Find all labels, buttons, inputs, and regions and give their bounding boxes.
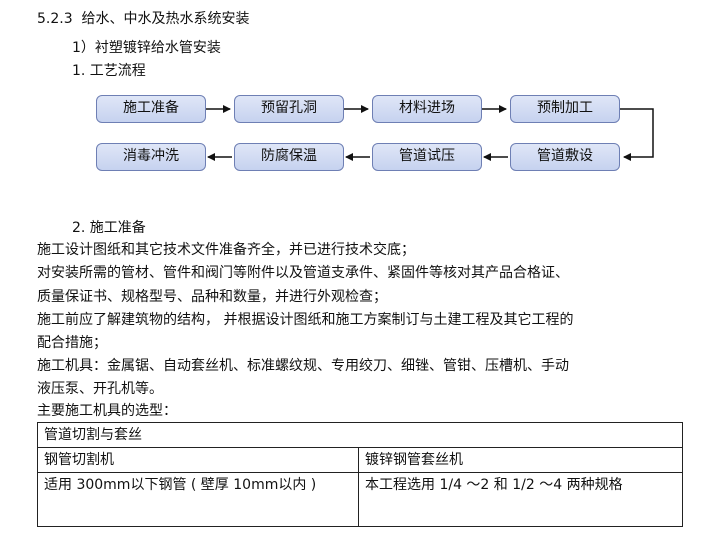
table-cell-cutter: 钢管切割机 <box>37 447 359 473</box>
flow-step-construction-prep: 施工准备 <box>96 95 206 123</box>
section-heading: 5.2.3 给水、中水及热水系统安装 <box>37 10 250 28</box>
table-row: 钢管切割机 镀锌钢管套丝机 <box>37 447 683 473</box>
flow-step-disinfection-flushing: 消毒冲洗 <box>96 143 206 171</box>
flow-step-reserve-holes: 预留孔洞 <box>234 95 344 123</box>
section-title: 给水、中水及热水系统安装 <box>81 11 250 27</box>
table-row: 管道切割与套丝 <box>37 422 683 448</box>
flow-step-anticorrosion-insulation: 防腐保温 <box>234 143 344 171</box>
flow-step-prefabrication: 预制加工 <box>510 95 620 123</box>
subsection-title: 1）衬塑镀锌给水管安装 <box>72 40 221 56</box>
table-header-cell: 管道切割与套丝 <box>37 422 683 448</box>
section-number: 5.2.3 <box>37 11 73 27</box>
flow-arrow-4-5 <box>620 108 654 161</box>
paragraph-line: 配合措施； <box>37 335 107 351</box>
paragraph-line: 施工设计图纸和其它技术文件准备齐全，并已进行技术交底； <box>37 242 415 258</box>
paragraph-line: 施工前应了解建筑物的结构， 并根据设计图纸和施工方案制订与土建工程及其它工程的 <box>37 312 574 328</box>
flow-step-pressure-test: 管道试压 <box>372 143 482 171</box>
paragraph-line: 液压泵、开孔机等。 <box>37 381 163 397</box>
flow-step-pipe-laying: 管道敷设 <box>510 143 620 171</box>
table-cell-threader-spec: 本工程选用 1/4 ～2 和 1/2 ～4 两种规格 <box>358 472 683 527</box>
item-construction-prep: 2. 施工准备 <box>72 220 146 236</box>
tool-selection-table: 管道切割与套丝 钢管切割机 镀锌钢管套丝机 适用 300mm以下钢管 ( 壁厚 … <box>37 422 683 527</box>
paragraph-line: 主要施工机具的选型： <box>37 403 177 419</box>
paragraph-line: 质量保证书、规格型号、品种和数量，并进行外观检查； <box>37 289 387 305</box>
paragraph-line: 对安装所需的管材、管件和阀门等附件以及管道支承件、紧固件等核对其产品合格证、 <box>37 265 569 281</box>
flow-step-material-arrival: 材料进场 <box>372 95 482 123</box>
table-row: 适用 300mm以下钢管 ( 壁厚 10mm以内 ) 本工程选用 1/4 ～2 … <box>37 472 683 527</box>
table-cell-threader: 镀锌钢管套丝机 <box>358 447 683 473</box>
table-cell-cutter-spec: 适用 300mm以下钢管 ( 壁厚 10mm以内 ) <box>37 472 359 527</box>
item-process-flow: 1. 工艺流程 <box>72 63 146 79</box>
paragraph-line: 施工机具：金属锯、自动套丝机、标准螺纹规、专用绞刀、细锉、管钳、压槽机、手动 <box>37 358 569 374</box>
